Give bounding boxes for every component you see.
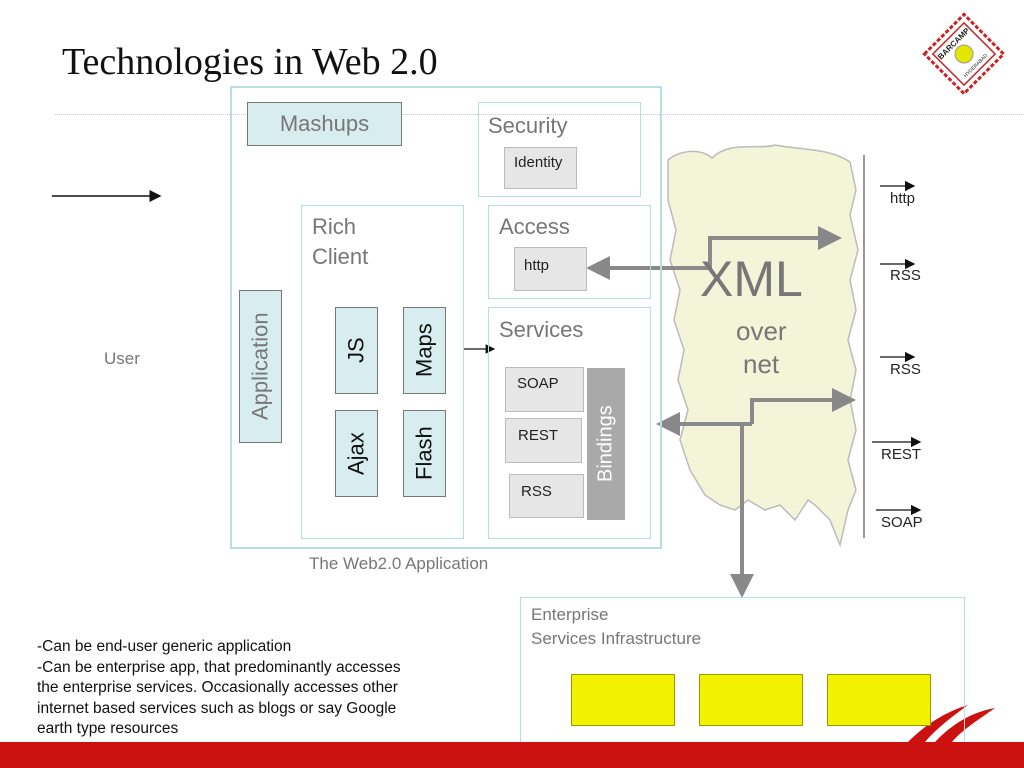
description-line-2: -Can be enterprise app, that predominant…	[37, 658, 401, 676]
web2-application-frame	[230, 86, 662, 549]
rest-box: REST	[505, 418, 582, 463]
user-label: User	[104, 349, 140, 368]
enterprise-box: Enterprise Services Infrastructure	[520, 597, 965, 744]
rss-box: RSS	[509, 474, 584, 518]
flash-box: Flash	[403, 410, 446, 497]
enterprise-label-2: Services Infrastructure	[531, 629, 702, 648]
maps-label: Maps	[411, 323, 437, 378]
description-line-4: internet based services such as blogs or…	[37, 699, 397, 717]
security-box: Security Identity	[478, 102, 641, 197]
maps-box: Maps	[403, 307, 446, 394]
mashups-label: Mashups	[279, 111, 370, 136]
identity-label: Identity	[514, 154, 563, 171]
services-box: Services SOAP REST RSS Bindings	[488, 307, 651, 539]
mashups-box: Mashups	[247, 102, 402, 146]
bindings-label: Bindings	[594, 405, 617, 483]
protocol-rss-2: RSS	[890, 361, 921, 378]
protocol-http: http	[890, 190, 916, 207]
rich-client-label-1: Rich	[312, 214, 357, 239]
xml-net-label: net	[743, 349, 780, 379]
protocol-soap: SOAP	[881, 514, 923, 531]
enterprise-service-bar-2	[699, 674, 803, 726]
soap-box: SOAP	[505, 367, 584, 412]
identity-box: Identity	[504, 147, 577, 189]
ajax-box: Ajax	[335, 410, 378, 497]
barcamp-logo: BARCAMP HYDERABAD	[922, 12, 1006, 96]
description-line-5: earth type resources	[37, 720, 179, 737]
js-label: JS	[343, 337, 369, 364]
access-box: Access http	[488, 205, 651, 299]
application-label: Application	[247, 312, 273, 421]
rss-label: RSS	[521, 483, 552, 500]
web2-application-caption: The Web2.0 Application	[309, 554, 489, 573]
services-label: Services	[499, 317, 584, 342]
xml-label: XML	[700, 251, 803, 307]
access-http-box: http	[514, 247, 587, 291]
rest-label: REST	[518, 427, 559, 444]
rich-client-box: Rich Client JS Maps Ajax Flash	[301, 205, 464, 539]
bindings-box: Bindings	[587, 368, 625, 520]
enterprise-label-1: Enterprise	[531, 605, 609, 624]
title-divider	[55, 114, 1024, 115]
enterprise-service-bar-1	[571, 674, 675, 726]
page-title: Technologies in Web 2.0	[62, 41, 438, 83]
soap-label: SOAP	[517, 375, 559, 392]
flash-label: Flash	[411, 426, 437, 481]
rich-client-label-2: Client	[312, 244, 369, 269]
protocol-rss-1: RSS	[890, 267, 921, 284]
description-line-1: -Can be end-user generic application	[37, 638, 292, 655]
application-box: Application	[239, 290, 282, 443]
description-text: -Can be end-user generic application -Ca…	[37, 637, 457, 740]
xml-cloud-shape	[667, 144, 859, 548]
description-line-3: the enterprise services. Occasionally ac…	[37, 679, 398, 696]
enterprise-service-bar-3	[827, 674, 931, 726]
access-http-label: http	[524, 257, 550, 274]
protocol-rest: REST	[881, 446, 922, 463]
ajax-label: Ajax	[343, 432, 369, 475]
footer-bar	[0, 742, 1024, 768]
security-label: Security	[488, 113, 568, 138]
access-label: Access	[499, 214, 570, 239]
js-box: JS	[335, 307, 378, 394]
xml-over-label: over	[736, 316, 787, 346]
